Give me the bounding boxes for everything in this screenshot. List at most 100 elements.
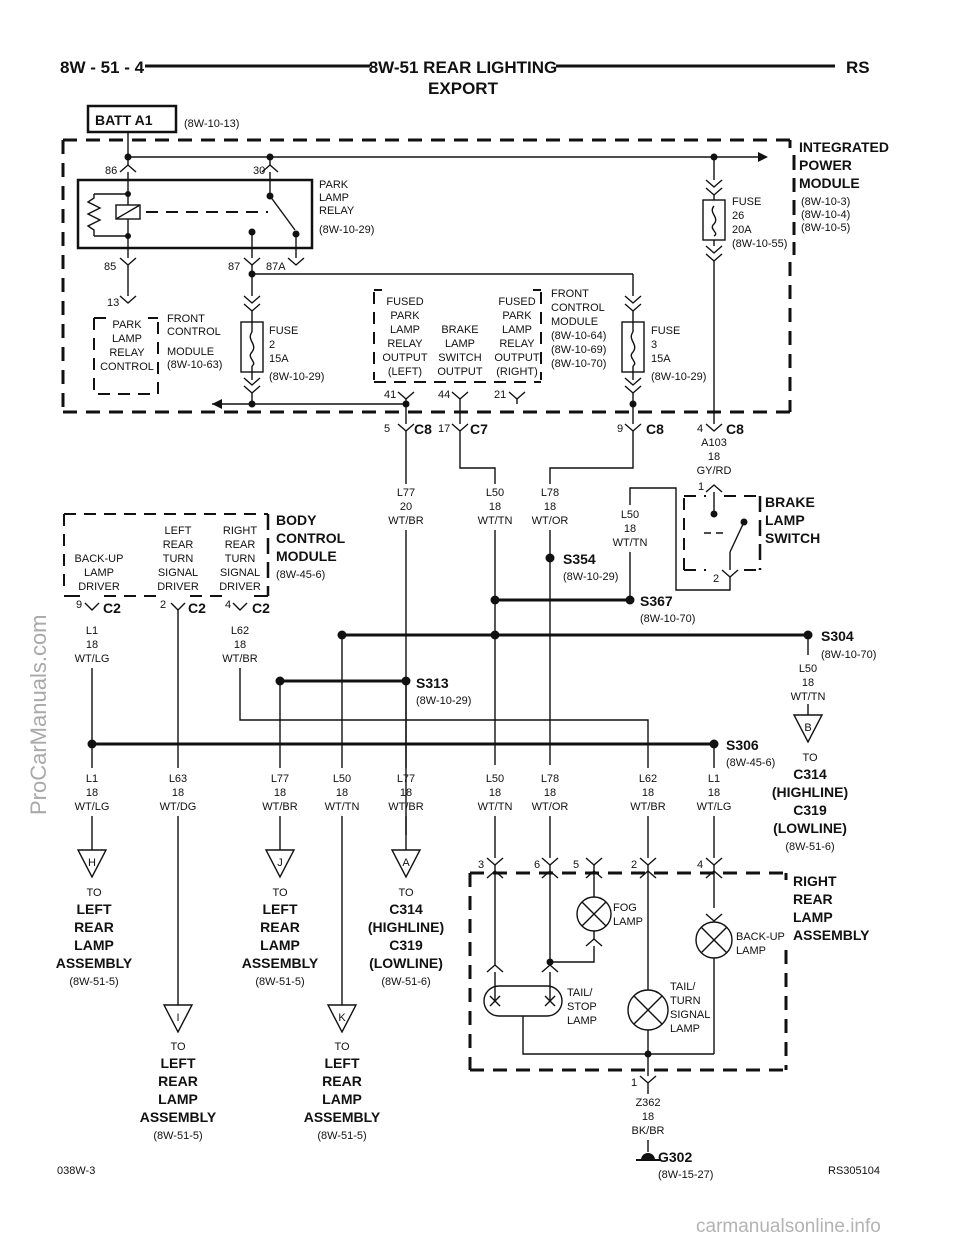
fog-lamp-l2: LAMP [613,916,643,928]
c7-name: C7 [470,421,488,437]
out-right-l4: RELAY [499,338,535,350]
s306-label: S306 [726,737,759,753]
to-h-ref: (8W-51-5) [69,976,118,988]
wire-l1-top-c: WT/LG [75,653,110,665]
fuse3-ref: (8W-10-29) [651,371,706,383]
relay-pin-86: 86 [105,165,117,177]
to-i-to: TO [170,1041,186,1053]
brake-lamp-switch: 1 2 [683,481,762,585]
batt-ref: (8W-10-13) [184,118,239,130]
s313-ref: (8W-10-29) [416,695,471,707]
fuse-2 [240,274,264,408]
wire-a103-b: 18 [708,451,720,463]
fuse26-ref: (8W-10-55) [732,238,787,250]
c2a-name: C2 [103,600,121,616]
to-h-l2: REAR [74,919,114,935]
fcm-park-lamp-relay-control: PARK LAMP RELAY CONTROL [93,317,159,395]
relay-pin-30: 30 [253,165,265,177]
out-left-l2: PARK [390,310,420,322]
bls-pin2: 2 [713,573,719,585]
rrla-pin5: 5 [573,859,579,871]
turn-lamp-l2: TURN [670,995,701,1007]
out-brake-l2: LAMP [445,338,475,350]
to-b-ref: (8W-51-6) [785,841,834,853]
splice-s354 [545,553,555,563]
rrla-label-3: LAMP [793,909,833,925]
ipm-ref-1: (8W-10-3) [801,196,850,208]
b9-a: L1 [708,773,720,785]
fcm-right-l3: MODULE [551,316,598,328]
to-b-letter: B [804,722,811,734]
body-control-module: BACK-UP LAMP DRIVER LEFT REAR TURN SIGNA… [63,513,270,597]
fuse2-l2: 2 [269,339,275,351]
bls-label-2: LAMP [765,512,805,528]
backup-lamp-l2: LAMP [736,945,766,957]
c8c-pin: 4 [697,423,703,435]
bcm-rt-l3: TURN [225,553,256,565]
b7-b: 18 [544,787,556,799]
to-a-l3: C319 [389,937,423,953]
bcm-backup-l1: BACK-UP [75,553,124,565]
b2-b: 18 [172,787,184,799]
wire-bls-out [629,487,731,591]
connector-to-i: I [162,1004,194,1034]
b6-c: WT/TN [478,801,513,813]
to-k-l3: LAMP [322,1091,362,1107]
b1-a: L1 [86,773,98,785]
out-left-l1: FUSED [386,296,423,308]
batt-a1: BATT A1 (8W-10-13) [86,104,239,157]
wire-l50-bls-a: L50 [621,509,639,521]
fuse2-l3: 15A [269,353,289,365]
rrla-pin1: 1 [631,1077,637,1089]
ipm-ref-3: (8W-10-5) [801,222,850,234]
c2c-pin: 4 [225,599,231,611]
s367-ref: (8W-10-70) [640,613,695,625]
bcm-label-2: CONTROL [276,530,346,546]
b4-c: WT/TN [325,801,360,813]
relay-pin-85: 85 [104,261,116,273]
to-k-l2: REAR [322,1073,362,1089]
connector-c8-9: 9 C8 [549,412,664,484]
bcm-label-1: BODY [276,512,317,528]
tail-stop-l3: LAMP [567,1015,597,1027]
wire-l50-top-c: WT/TN [478,515,513,527]
to-j-ref: (8W-51-5) [255,976,304,988]
to-a-ref: (8W-51-6) [381,976,430,988]
to-b-l3: C319 [793,802,827,818]
wire-l77-top-c: WT/BR [388,515,423,527]
b3-b: 18 [274,787,286,799]
fuse26-l1: FUSE [732,196,761,208]
connector-to-a: A [390,849,422,879]
bcm-backup-l2: LAMP [84,567,114,579]
footer-left: 038W-3 [57,1165,95,1177]
tail-stop-l2: STOP [567,1001,597,1013]
to-i-l1: LEFT [161,1055,196,1071]
ipm-border [61,138,796,414]
to-a-l2: (HIGHLINE) [368,919,444,935]
bcm-lt-l5: DRIVER [157,581,199,593]
batt-label: BATT A1 [95,112,153,128]
to-h-l1: LEFT [77,901,112,917]
wire-l1-top-b: 18 [86,639,98,651]
fcm-box-label-3: RELAY [109,347,145,359]
to-j-to: TO [272,887,288,899]
to-j-l1: LEFT [263,901,298,917]
pin-21: 21 [494,389,506,401]
bcm-backup-l3: DRIVER [78,581,120,593]
fcm-box-label-1: PARK [112,319,142,331]
s304-ref: (8W-10-70) [821,649,876,661]
wire-a103-c: GY/RD [697,465,732,477]
out-right-l6: (RIGHT) [496,366,538,378]
to-i-ref: (8W-51-5) [153,1130,202,1142]
b3-c: WT/BR [262,801,297,813]
out-right-l1: FUSED [498,296,535,308]
c8c-name: C8 [726,421,744,437]
b9-c: WT/LG [697,801,732,813]
turn-lamp-l4: LAMP [670,1023,700,1035]
bcm-rt-l2: REAR [225,539,256,551]
turn-lamp-l1: TAIL/ [670,981,696,993]
relay-label-1: PARK [319,179,349,191]
relay-switch-arm [269,195,296,231]
fuse2-ref: (8W-10-29) [269,371,324,383]
b6-a: L50 [486,773,504,785]
